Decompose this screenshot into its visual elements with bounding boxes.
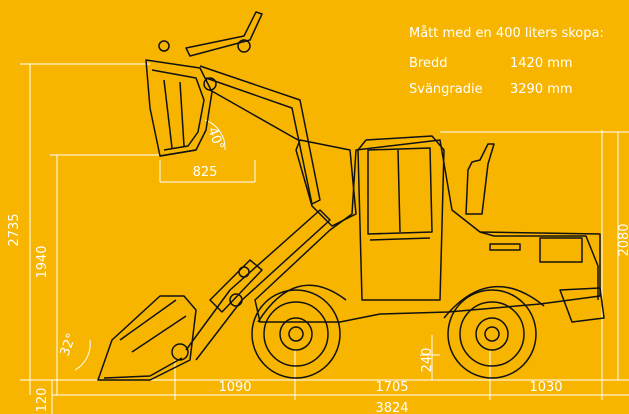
dim-rear-overhang-label: 1030	[529, 380, 562, 395]
dimension-lines	[20, 63, 629, 414]
dim-bucket-reach-label: 825	[193, 165, 218, 180]
dim-ground-clearance-label: 240	[420, 348, 435, 373]
dim-total-height-label: 2735	[7, 213, 22, 246]
spec-title: Mått med en 400 liters skopa:	[409, 26, 604, 41]
dim-wheelbase-label: 1705	[375, 380, 408, 395]
spec-turning-radius-value: 3290 mm	[510, 82, 573, 97]
spec-width-label: Bredd	[409, 56, 448, 71]
dim-total-length-label: 3824	[375, 401, 408, 414]
dim-front-overhang-label: 1090	[218, 380, 251, 395]
spec-width-value: 1420 mm	[510, 56, 573, 71]
loader-illustration	[97, 11, 605, 381]
dim-rollback-angle-label: 32°	[58, 331, 80, 358]
dim-rear-height-label: 2080	[617, 223, 629, 256]
spec-turning-radius-label: Svängradie	[409, 82, 483, 97]
dim-dump-height-label: 1940	[35, 245, 50, 278]
dim-dump-angle-label: 40°	[204, 125, 226, 152]
dim-bucket-depth-label: 120	[35, 388, 50, 413]
